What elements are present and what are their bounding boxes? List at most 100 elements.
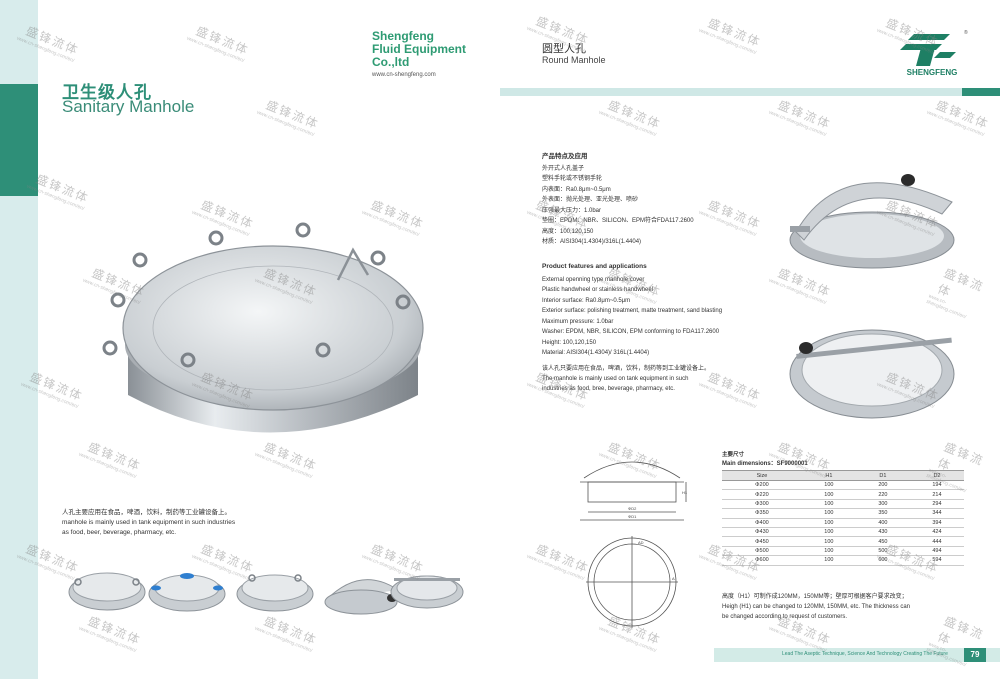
cell: 450 [855,536,910,547]
left-caption-cn: 人孔主要应用在食品，啤酒，饮料，制药等工业罐设备上。 [62,509,231,516]
header-size: Size [722,470,802,481]
usage-en-line2: industries as food, bree, beverage, phar… [542,386,675,392]
features-en-line: Plastic handwheel or stainless handwheel [542,287,654,293]
notes-en-line2: be changed according to request of custo… [722,614,848,620]
page-title-cn: 卫生级人孔 [62,83,152,102]
product-thumbnail [390,575,464,609]
cell: Φ300 [722,499,802,510]
table-row: Φ350 100 350 344 [722,508,964,519]
cell: Φ220 [722,489,802,500]
cell: 100 [801,536,856,547]
registered-mark: ® [964,30,968,36]
table-row: Φ300 100 300 294 [722,499,964,510]
usage-text: 该人孔只要应用在食品，啤酒，饮料，制药等到工业罐设备上。 The manhole… [542,364,742,394]
cell: 300 [855,499,910,510]
dimensions-section: 主要尺寸 Main dimensions：SF9000001 Size H1 D… [722,450,964,566]
features-cn-heading: 产品特点及应用 [542,153,588,160]
header-h1: H1 [801,470,856,481]
cell: 400 [855,518,910,528]
label-ad: AD [638,540,644,545]
header-d2: D2 [909,470,964,481]
notes-en-line1: Heigh (H1) can be changed to 120MM, 150M… [722,604,910,610]
cell: 424 [909,527,964,538]
cell: 100 [801,555,856,566]
right-title-en: Round Manhole [542,55,606,65]
dimensions-caption-cn: 主要尺寸 [722,452,745,458]
features-en-line: Washer: EPDM, NBR, SILICON, EPM conformi… [542,329,720,335]
cell: 100 [801,489,856,500]
cell: 220 [855,489,910,500]
cell: 100 [801,508,856,519]
features-en: Product features and applications Extern… [542,262,772,359]
usage-cn: 该人孔只要应用在食品，啤酒，饮料，制药等到工业罐设备上。 [542,366,711,372]
brand-name-line3: Co.,ltd [372,55,410,69]
cell: Φ450 [722,536,802,547]
features-cn-line: 压强最大压力：1.0bar [542,207,602,214]
dimensions-caption-en: Main dimensions：SF9000001 [722,461,808,467]
label-a: A [672,576,675,581]
features-cn-line: 高度：100,120,150 [542,228,594,235]
notes-cn: 高度（H1）可制作成120MM，150MM等；壁厚可根据客户要求改变； [722,594,908,600]
features-cn-line: 内表面：Ra0.8μm~0.5μm [542,186,611,193]
features-en-heading: Product features and applications [542,263,647,270]
label-d1: ΦD1 [628,514,637,519]
left-caption-en-line1: manhole is mainly used in tank equipment… [62,519,236,526]
features-en-line: Interior surface: Ra0.8μm~0.5μm [542,297,631,304]
label-h1: H1 [682,490,688,495]
header-d1: D1 [855,470,910,481]
brand-block: Shengfeng Fluid Equipment Co.,ltd www.cn… [372,29,492,79]
cell: 350 [855,508,910,519]
product-thumbnail [68,572,146,611]
product-thumbnail-row [64,560,474,620]
footer-bar [714,648,1000,662]
cell: 214 [909,489,964,500]
cell: 200 [855,480,910,491]
cell: 494 [909,546,964,557]
left-caption-en-line2: as food, beer, beverage, pharmacy, etc. [62,529,177,536]
table-row: Φ600 100 600 594 [722,555,964,566]
sanitary-manhole-main-image [102,222,424,433]
product-thumbnail [324,579,399,615]
table-header-row: Size H1 D1 D2 [722,470,964,481]
left-side-band-accent [0,84,38,196]
features-en-line: Exterior surface: polishing treatment, m… [542,308,723,314]
cell: Φ200 [722,480,802,491]
header-rule [500,88,1000,96]
cell: 194 [909,480,964,491]
footer-slogan: Lead The Aseptic Technique, Science And … [782,651,948,657]
page-title-en: Sanitary Manhole [62,97,195,116]
round-manhole-open-photo [789,174,955,269]
height-notes: 高度（H1）可制作成120MM，150MM等；壁厚可根据客户要求改变； Heig… [722,592,962,622]
table-row: Φ400 100 400 394 [722,518,964,528]
usage-en-line1: The manhole is mainly used on tank equip… [542,376,689,382]
cell: Φ400 [722,518,802,528]
label-d2: ΦD2 [628,506,637,511]
cell: 430 [855,527,910,538]
cell: 100 [801,546,856,557]
cell: Φ350 [722,508,802,519]
cell: 100 [801,480,856,491]
features-cn-line: 外表面：抛光处理、亚光处理、喷砂 [542,197,639,203]
table-row: Φ500 100 500 494 [722,546,964,557]
table-row: Φ430 100 430 424 [722,527,964,538]
features-en-line: Material: AISI304(1.4304)/ 316L(1.4404) [542,350,650,356]
cell: 344 [909,508,964,519]
features-cn-line: 材质：AISI304(1.4304)/316L(1.4404) [542,239,642,245]
product-thumbnail [148,573,226,612]
cell: Φ500 [722,546,802,557]
features-cn: 产品特点及应用 外开式人孔盖子 塑料手轮或不锈钢手轮 内表面：Ra0.8μm~0… [542,152,762,248]
cell: 100 [801,518,856,528]
brand-name-line1: Shengfeng [372,29,434,43]
cell: 100 [801,499,856,510]
features-en-line: Maximum pressure: 1.0bar [542,318,614,325]
left-page: Shengfeng Fluid Equipment Co.,ltd www.cn… [0,0,492,679]
dimensions-table: Size H1 D1 D2 Φ200 100 200 194 Φ220 [722,470,964,566]
cell: 500 [855,546,910,557]
cell: 100 [801,527,856,538]
cell: Φ430 [722,527,802,538]
cell: 294 [909,499,964,510]
cell: 394 [909,518,964,528]
features-en-line: Height: 100,120,150 [542,339,597,346]
right-title-cn: 圆型人孔 [542,43,586,55]
top-view-drawing: AD A [586,536,678,628]
